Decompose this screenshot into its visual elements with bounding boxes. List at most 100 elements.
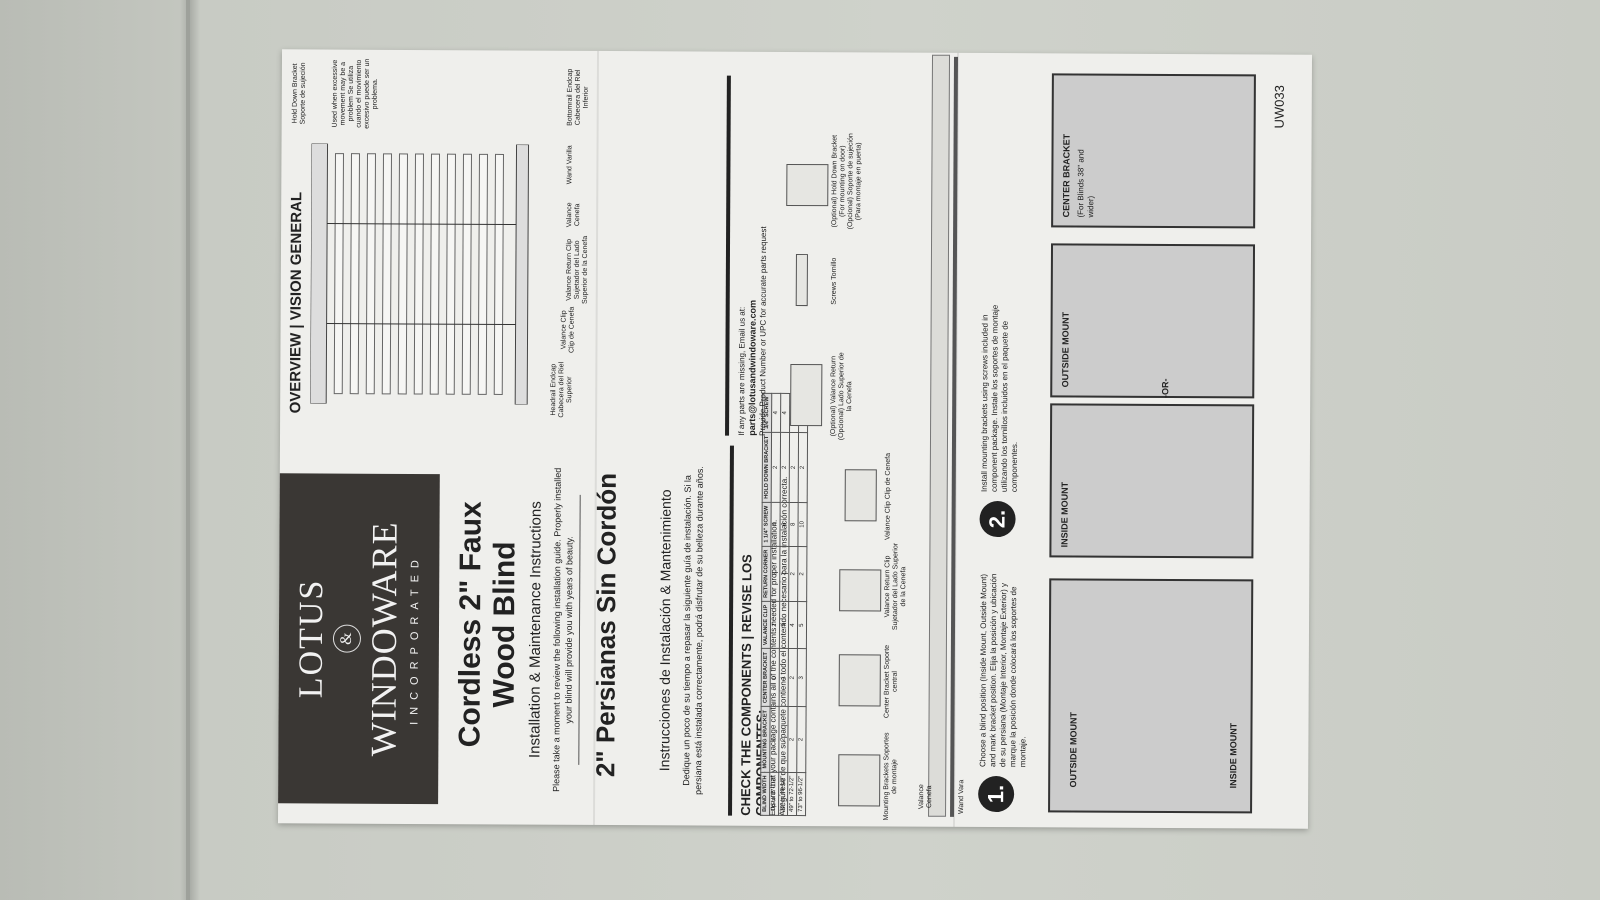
subtitle-english: Installation & Maintenance Instructions [526, 501, 545, 759]
table-cell: 5 [797, 601, 807, 649]
label-wand-overview: Wand Varilla [566, 145, 574, 185]
step-2-outside-diagram [1050, 243, 1256, 399]
blind-illustration [310, 143, 530, 405]
label-wand-bottom: Wand Vara [958, 779, 966, 815]
table-cell: 3 [797, 648, 807, 707]
table-header: VALANCE CLIP [761, 601, 771, 649]
table-cell: 0 [770, 648, 780, 707]
label-hold-note: Used when excessive movement may be a pr… [331, 58, 379, 129]
label-valance-return-overview: Valance Return Clip Sujetador del Lado S… [565, 235, 590, 304]
title-english: Cordless 2" Faux Wood Blind [453, 501, 522, 748]
table-cell: 4 [788, 601, 798, 649]
missing-email[interactable]: parts@lotusandwindoware.com [747, 299, 758, 436]
instruction-sheet: LOTUS & WINDOWARE INCORPORATED Cordless … [277, 49, 1313, 829]
label-mounting-brackets: Mounting Brackets Soportes de montaje [883, 732, 899, 821]
label-center-bracket: Center Bracket Soporte central [883, 644, 899, 719]
table-header: HOLD DOWN BRACKET [762, 432, 772, 503]
table-cell: 2 [788, 546, 798, 602]
table-header: CENTER BRACKET [761, 648, 771, 707]
step-2-center-label: CENTER BRACKET [1061, 133, 1072, 218]
step-2-inside-label: INSIDE MOUNT [1059, 481, 1070, 548]
brand-amp: & [332, 624, 362, 653]
sheet-content: LOTUS & WINDOWARE INCORPORATED Cordless … [278, 49, 1312, 828]
label-valance-return-clip: Valance Return Clip Sujetador del Lado S… [884, 542, 908, 631]
label-bottomrail-endcap: Bottomrail Endcap Cabecera del Riel Infe… [566, 68, 590, 126]
divider [578, 494, 581, 765]
table-cell: 3 [779, 601, 789, 649]
label-optional-hold-down: (Optional) Hold Down Bracket (For mounti… [831, 133, 863, 230]
valance-return-clip-icon [839, 569, 882, 612]
valance-return-icon [790, 363, 823, 427]
table-cell: 4 [770, 502, 781, 547]
table-cell: 2 [770, 546, 780, 602]
table-cell: 10 [797, 502, 808, 547]
label-valance-clip-overview: Valance Clip Clip de Cenefa [560, 306, 576, 354]
components-table: BLIND WIDTH MOUNTING BRACKET CENTER BRAC… [760, 392, 808, 816]
label-screws: Screws Tornillo [830, 257, 838, 305]
step-1-outside: OUTSIDE MOUNT [1068, 711, 1079, 788]
intro-english: Please take a moment to review the follo… [551, 467, 575, 792]
step-1-badge: 1. [978, 775, 1015, 813]
table-cell: 2 [771, 432, 781, 503]
table-header: MOUNTING BRACKET [760, 706, 771, 773]
table-cell: 8 [788, 502, 799, 547]
table-cell: 38" to 48-1/2" [778, 772, 788, 816]
table-cell: 1 [779, 648, 789, 707]
step-2-text: Install mounting brackets using screws i… [979, 304, 1019, 493]
table-cell: 2 [787, 706, 798, 773]
step-1-text: Choose a blind position (Inside Mount, O… [978, 573, 1028, 768]
label-valance-bottom: Valance Cenefa [918, 784, 934, 810]
table-crease [186, 0, 190, 900]
table-header: 1 1/4" SCREW [761, 502, 772, 547]
label-valance-overview: Valance Cenefa [566, 202, 582, 228]
subtitle-spanish: Instrucciones de Instalación & Mantenimi… [656, 489, 674, 772]
intro-spanish: Dedique un poco de su tiempo a repasar l… [681, 466, 705, 795]
wand-rod [950, 56, 959, 817]
screw-icon [795, 254, 808, 307]
valance-strip [928, 54, 951, 817]
table-cell: Up to 37-1/2" [769, 772, 779, 816]
table-cell: 2 [778, 706, 789, 773]
brand-logo: LOTUS & WINDOWARE INCORPORATED [278, 473, 440, 805]
valance-clip-icon [844, 469, 877, 522]
center-bracket-icon [838, 654, 881, 707]
step-1-inside: INSIDE MOUNT [1228, 722, 1239, 789]
missing-line2: Provide Product Number or UPC for accura… [758, 226, 769, 436]
table-cell: 4 [780, 393, 790, 433]
table-cell: 2 [797, 546, 807, 602]
table-cell: 6 [779, 502, 790, 547]
table-cell: 2 [769, 706, 780, 773]
label-headrail-endcap: Headrail Endcap Cabecera del Riel Superi… [550, 361, 574, 418]
table-cell: 73" to 96-1/2" [796, 772, 806, 816]
table-row: 73" to 96-1/2" 2 3 5 2 10 2 4 [796, 393, 808, 816]
table-cell: 49" to 72-1/2" [787, 772, 797, 816]
overview-heading: OVERVIEW | VISION GENERAL [287, 191, 306, 414]
table-cell: 4 [771, 393, 781, 433]
step-1-diagram [1048, 578, 1254, 814]
table-cell: 2 [780, 432, 790, 503]
missing-parts: If any parts are missing, Email us at: p… [725, 75, 770, 436]
table-cell: 2 [779, 546, 789, 602]
table-cell: 2 [789, 432, 799, 503]
brand-line3: INCORPORATED [408, 553, 422, 725]
table-header: BLIND WIDTH [760, 771, 770, 816]
brand-line1: LOTUS [292, 578, 331, 699]
table-cell: 2 [770, 601, 780, 649]
step-2-inside-diagram [1049, 403, 1255, 559]
table-header: RETURN CORNER [761, 546, 771, 602]
product-code: UW033 [1271, 85, 1287, 129]
table-cell: 2 [788, 648, 798, 707]
step-2-or: -OR- [1160, 378, 1171, 398]
step-2-center-note: (For Blinds 38" and wider) [1076, 149, 1096, 218]
mounting-bracket-icon [838, 754, 881, 807]
brand-line2: WINDOWARE [363, 521, 405, 757]
table-cell: 2 [796, 706, 807, 773]
label-optional-valance-return: (Optional) Valance Return (Opcional) Lad… [830, 352, 854, 441]
title-spanish: 2" Persianas Sin Cordón [590, 472, 622, 778]
table-cell: 2 [798, 432, 808, 503]
step-2-badge: 2. [979, 500, 1016, 538]
step-2-outside-label: OUTSIDE MOUNT [1060, 311, 1071, 388]
label-hold-down-bracket: Hold Down Bracket Soporte de sujeción [291, 62, 307, 125]
hold-down-bracket-icon [786, 163, 829, 207]
label-valance-clip: Valance Clip Clip de Cenefa [884, 452, 892, 541]
